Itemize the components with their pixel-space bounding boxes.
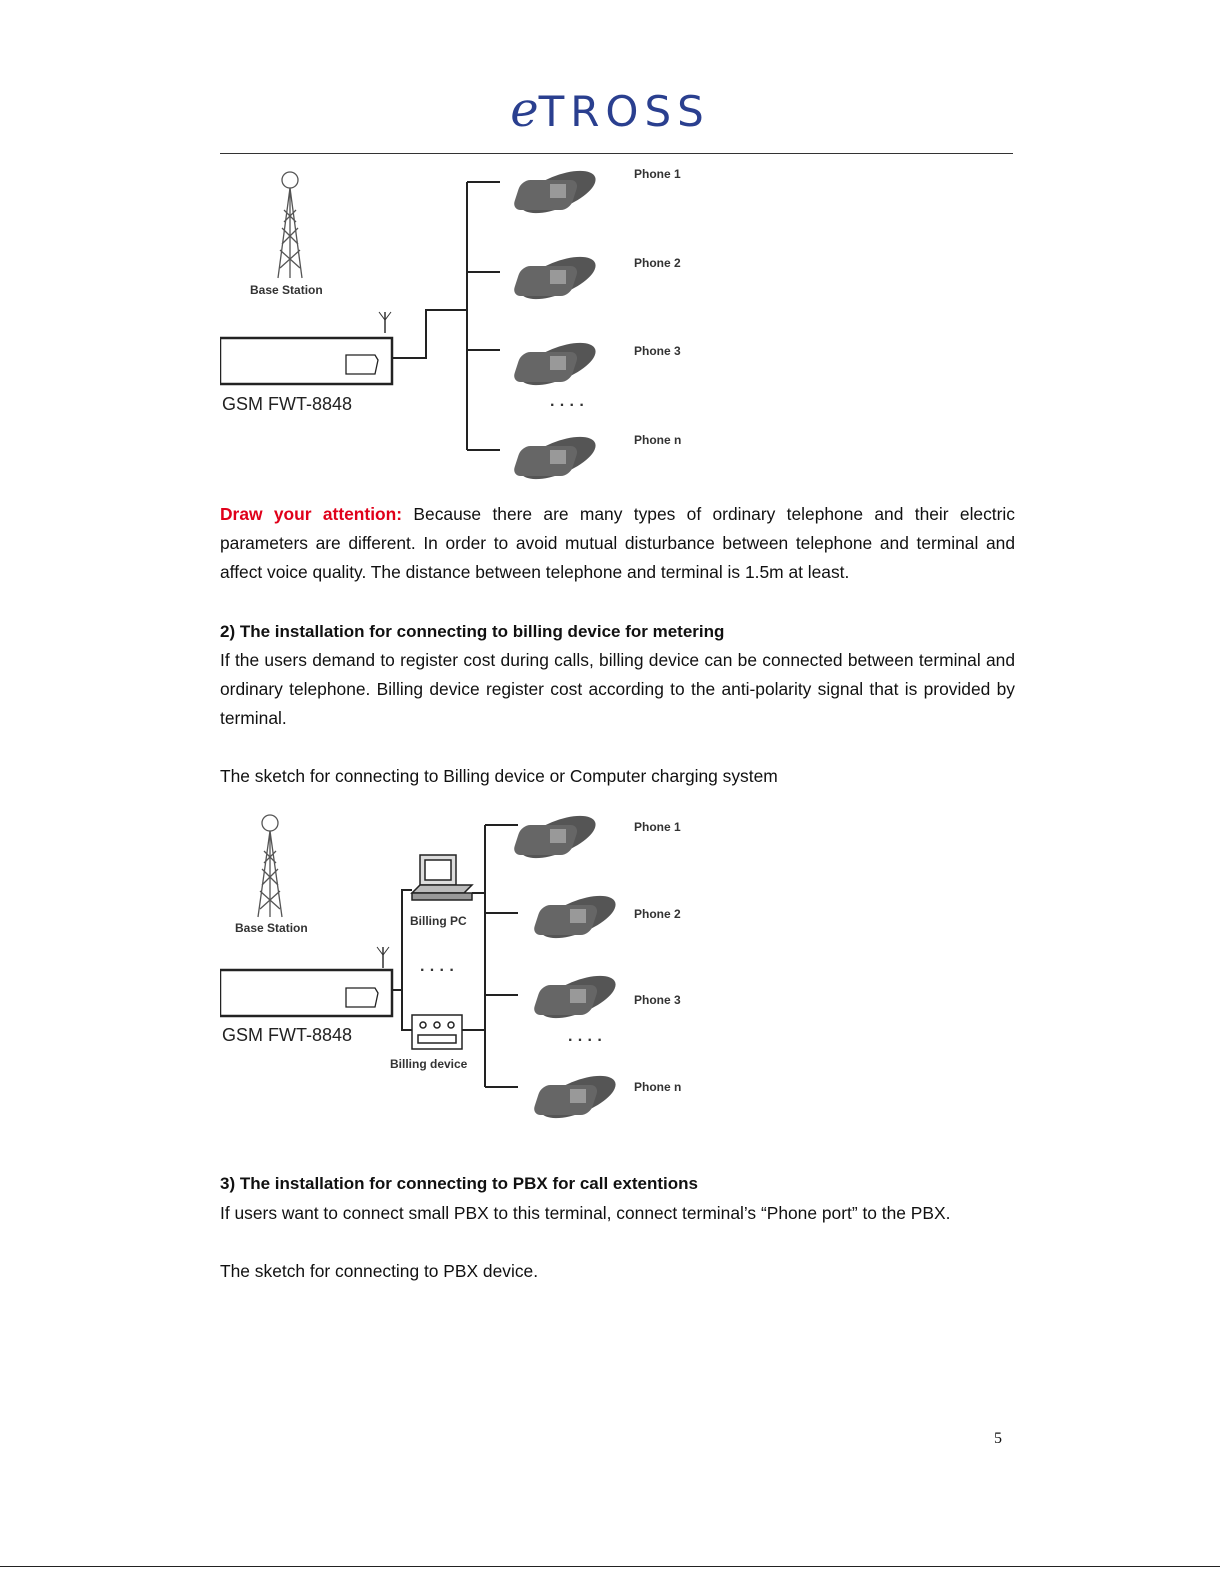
section-3-heading: 3) The installation for connecting to PB… xyxy=(220,1174,698,1193)
billing-pc-label: Billing PC xyxy=(410,914,467,928)
phone-wiring xyxy=(392,181,500,451)
billing-pc-icon xyxy=(410,854,474,901)
telephone-icon xyxy=(534,975,616,1019)
phone-label: Phone 3 xyxy=(634,344,681,358)
figure-billing-connection: Base Station GSM FWT-8848 Billing PC · ·… xyxy=(220,805,700,1125)
pbx-sketch-caption: The sketch for connecting to PBX device. xyxy=(220,1261,539,1281)
phones-ellipsis: · · · · xyxy=(568,1032,603,1049)
section-2-body: If the users demand to register cost dur… xyxy=(220,650,1015,728)
billing-wiring xyxy=(392,824,518,1088)
telephone-icon xyxy=(514,170,596,214)
figure-phone-connection: Base Station GSM FWT-8848 Phone 1 Ph xyxy=(220,160,700,485)
device-label: GSM FWT-8848 xyxy=(222,394,352,414)
page-number: 5 xyxy=(994,1430,1002,1447)
base-station-label: Base Station xyxy=(235,921,308,935)
etross-logo: eTROSS xyxy=(510,82,710,138)
phone-label: Phone 1 xyxy=(634,820,681,834)
billing-ellipsis: · · · · xyxy=(420,962,455,979)
telephone-icon xyxy=(534,1075,616,1119)
phone-label: Phone n xyxy=(634,433,681,447)
telephone-icon xyxy=(514,436,596,480)
section-2-heading: 2) The installation for connecting to bi… xyxy=(220,622,725,641)
base-station-tower-icon xyxy=(257,814,283,918)
phone-label: Phone 2 xyxy=(634,256,681,270)
phone-label: Phone 3 xyxy=(634,993,681,1007)
phone-label: Phone 2 xyxy=(634,907,681,921)
base-station-tower-icon xyxy=(277,171,303,279)
telephone-icon xyxy=(514,256,596,300)
telephone-icon xyxy=(514,342,596,386)
page-bottom-edge xyxy=(0,1566,1220,1567)
attention-paragraph: Draw your attention: Because there are m… xyxy=(220,504,1015,582)
billing-device-icon xyxy=(411,1014,463,1050)
device-label: GSM FWT-8848 xyxy=(222,1025,352,1045)
gsm-terminal-box xyxy=(220,311,394,386)
telephone-icon xyxy=(514,815,596,859)
phone-label: Phone n xyxy=(634,1080,681,1094)
header-rule xyxy=(220,153,1013,154)
phones-ellipsis: · · · · xyxy=(550,397,585,414)
billing-device-label: Billing device xyxy=(390,1057,468,1071)
section-3-body: If users want to connect small PBX to th… xyxy=(220,1203,951,1223)
phone-label: Phone 1 xyxy=(634,167,681,181)
gsm-terminal-box xyxy=(220,946,394,1018)
billing-sketch-caption: The sketch for connecting to Billing dev… xyxy=(220,766,778,786)
telephone-icon xyxy=(534,895,616,939)
base-station-label: Base Station xyxy=(250,283,323,297)
